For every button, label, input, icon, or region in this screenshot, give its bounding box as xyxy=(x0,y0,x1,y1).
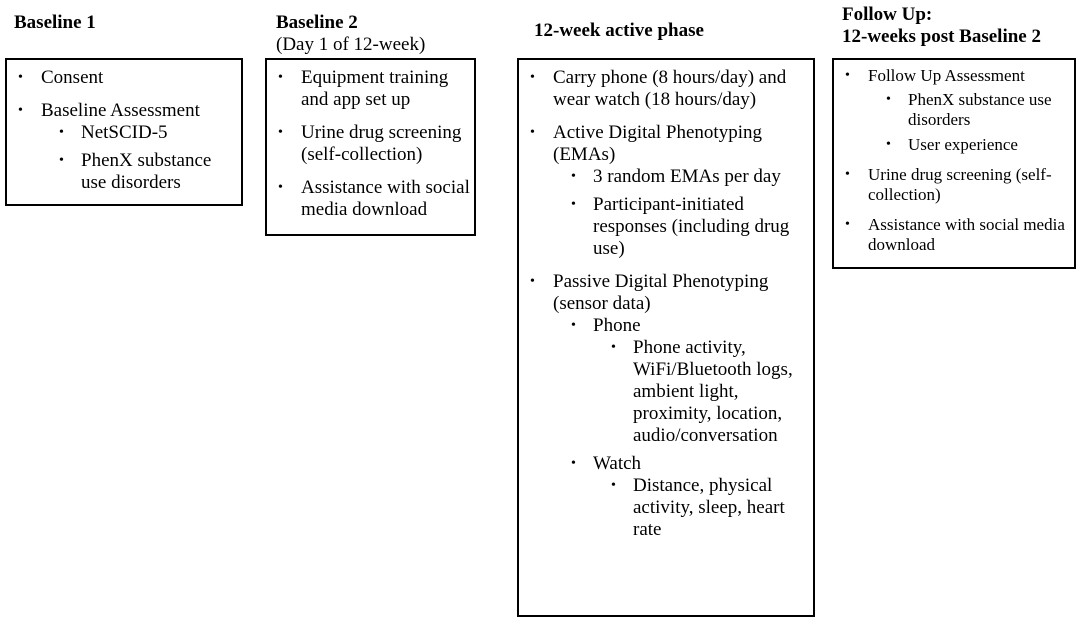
follow-up-heading: Follow Up: xyxy=(842,4,933,25)
list-item: Urine drug screening (self-collection) xyxy=(271,122,470,166)
list-item: Consent xyxy=(11,67,237,89)
list-item: Distance, physical activity, sleep, hear… xyxy=(593,475,805,541)
list-item: Baseline Assessment NetSCID-5 PhenX subs… xyxy=(11,100,237,194)
active-phase-title: 12-week active phase xyxy=(534,20,704,42)
active-phase-list: Carry phone (8 hours/day) and wear watch… xyxy=(523,67,805,541)
sub-list: Phone Phone activity, WiFi/Bluetooth log… xyxy=(553,315,805,541)
list-item: 3 random EMAs per day xyxy=(553,166,805,188)
item-text: PhenX substance use disorders xyxy=(908,90,1052,129)
baseline-2-list: Equipment training and app set up Urine … xyxy=(271,67,470,221)
item-text: Baseline Assessment xyxy=(41,100,200,121)
list-item: User experience xyxy=(868,135,1068,155)
item-text: Urine drug screening (self-collection) xyxy=(868,165,1052,204)
list-item: Active Digital Phenotyping (EMAs) 3 rand… xyxy=(523,122,805,260)
item-text: Consent xyxy=(41,67,104,88)
follow-up-subtitle: 12-weeks post Baseline 2 xyxy=(842,26,1041,47)
sub-sub-list: Phone activity, WiFi/Bluetooth logs, amb… xyxy=(593,337,805,447)
sub-list: PhenX substance use disorders User exper… xyxy=(868,90,1068,155)
item-text: Active Digital Phenotyping (EMAs) xyxy=(553,122,762,165)
item-text: Watch xyxy=(593,453,642,474)
baseline-2-title: Baseline 2 (Day 1 of 12-week) xyxy=(276,12,425,56)
baseline-2-heading: Baseline 2 xyxy=(276,12,358,33)
list-item: Equipment training and app set up xyxy=(271,67,470,111)
item-text: Phone xyxy=(593,315,641,336)
baseline-2-subtitle: (Day 1 of 12-week) xyxy=(276,34,426,55)
item-text: Follow Up Assessment xyxy=(868,66,1025,85)
item-text: 3 random EMAs per day xyxy=(593,166,781,187)
list-item: Phone Phone activity, WiFi/Bluetooth log… xyxy=(553,315,805,447)
baseline-1-box: Consent Baseline Assessment NetSCID-5 Ph… xyxy=(5,58,243,206)
item-text: Carry phone (8 hours/day) and wear watch… xyxy=(553,67,787,110)
list-item: Participant-initiated responses (includi… xyxy=(553,194,805,260)
follow-up-title: Follow Up: 12-weeks post Baseline 2 xyxy=(842,4,1041,48)
list-item: Watch Distance, physical activity, sleep… xyxy=(553,453,805,541)
item-text: Distance, physical activity, sleep, hear… xyxy=(633,475,785,540)
list-item: Assistance with social media download xyxy=(838,215,1068,255)
item-text: NetSCID-5 xyxy=(81,122,168,143)
item-text: Participant-initiated responses (includi… xyxy=(593,194,790,259)
list-item: Passive Digital Phenotyping (sensor data… xyxy=(523,271,805,541)
sub-sub-list: Distance, physical activity, sleep, hear… xyxy=(593,475,805,541)
list-item: Urine drug screening (self-collection) xyxy=(838,165,1068,205)
sub-list: NetSCID-5 PhenX substance use disorders xyxy=(41,122,237,194)
follow-up-box: Follow Up Assessment PhenX substance use… xyxy=(832,58,1076,269)
active-phase-box: Carry phone (8 hours/day) and wear watch… xyxy=(517,58,815,617)
list-item: Assistance with social media download xyxy=(271,177,470,221)
list-item: NetSCID-5 xyxy=(41,122,237,144)
baseline-1-title: Baseline 1 xyxy=(14,12,96,34)
item-text: User experience xyxy=(908,135,1018,154)
list-item: PhenX substance use disorders xyxy=(41,150,237,194)
list-item: Follow Up Assessment PhenX substance use… xyxy=(838,66,1068,155)
baseline-1-list: Consent Baseline Assessment NetSCID-5 Ph… xyxy=(11,67,237,194)
item-text: Assistance with social media download xyxy=(301,177,470,220)
baseline-2-box: Equipment training and app set up Urine … xyxy=(265,58,476,236)
item-text: Equipment training and app set up xyxy=(301,67,449,110)
item-text: Assistance with social media download xyxy=(868,215,1065,254)
list-item: PhenX substance use disorders xyxy=(868,90,1068,130)
follow-up-list: Follow Up Assessment PhenX substance use… xyxy=(838,66,1068,255)
item-text: Phone activity, WiFi/Bluetooth logs, amb… xyxy=(633,337,793,446)
sub-list: 3 random EMAs per day Participant-initia… xyxy=(553,166,805,260)
list-item: Phone activity, WiFi/Bluetooth logs, amb… xyxy=(593,337,805,447)
baseline-1-heading: Baseline 1 xyxy=(14,12,96,33)
active-phase-heading: 12-week active phase xyxy=(534,20,704,41)
item-text: Passive Digital Phenotyping (sensor data… xyxy=(553,271,769,314)
list-item: Carry phone (8 hours/day) and wear watch… xyxy=(523,67,805,111)
item-text: Urine drug screening (self-collection) xyxy=(301,122,462,165)
item-text: PhenX substance use disorders xyxy=(81,150,212,193)
